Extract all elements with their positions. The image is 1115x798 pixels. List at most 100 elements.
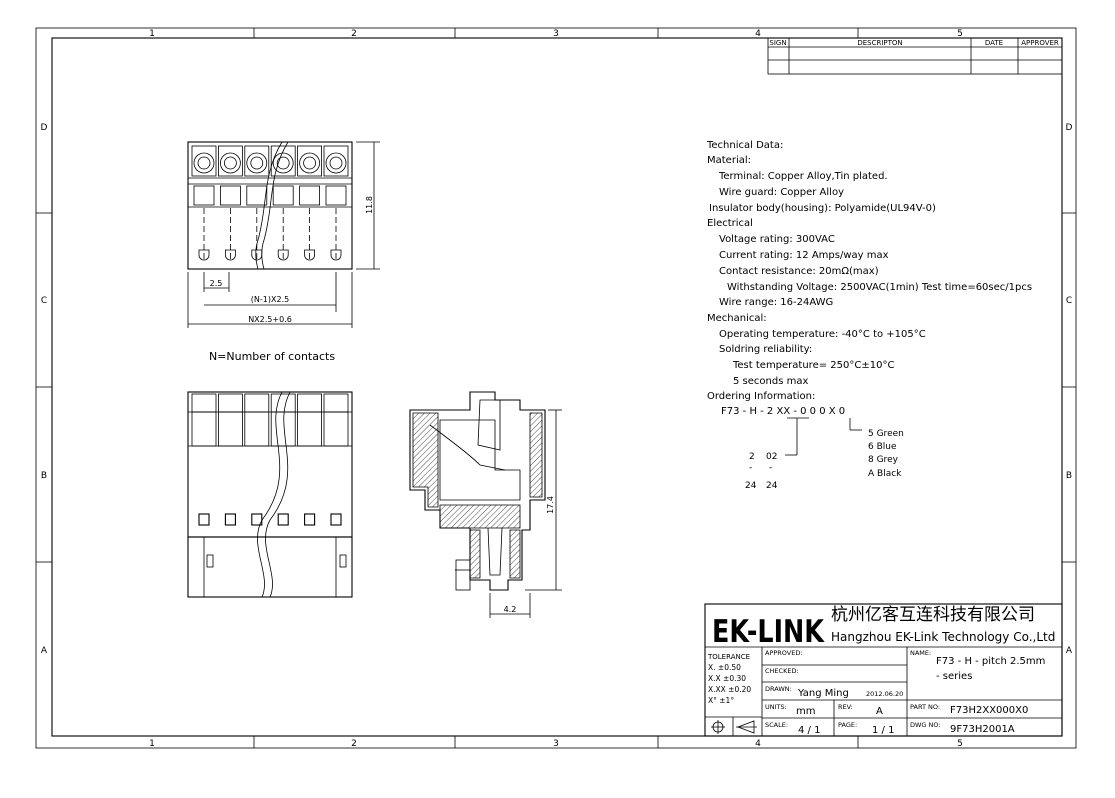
rev-header-sign: SIGN (769, 39, 786, 47)
way-to: 24 (745, 481, 757, 491)
zone-left-d: D (41, 123, 48, 133)
tech-line-5: Electrical (707, 218, 753, 229)
side-width-dim: 4.2 (504, 605, 517, 614)
name-line-1: F73 - H - pitch 2.5mm (936, 656, 1045, 667)
bottom-contact-cell (297, 393, 323, 526)
code-dash: - (769, 463, 772, 473)
projection-symbol-icon (711, 720, 757, 734)
front-contact-cell (217, 145, 243, 262)
zone-left-a: A (41, 646, 48, 656)
scale-label: SCALE: (765, 721, 788, 729)
color-option-grey: 8 Grey (868, 455, 899, 465)
zone-top-1: 1 (149, 29, 155, 39)
zone-right-c: C (1066, 296, 1072, 306)
zone-bottom-4: 4 (755, 739, 761, 749)
rev-header-date: DATE (985, 39, 1003, 47)
bottom-contact-cell (217, 393, 243, 526)
zone-ticks (36, 28, 1076, 748)
color-option-blue: 6 Blue (868, 442, 897, 452)
zone-bottom-3: 3 (553, 739, 559, 749)
bottom-view (187, 391, 353, 598)
tolerance-xxx: X.XX ±0.20 (708, 685, 751, 694)
tech-line-10: Wire range: 16-24AWG (719, 297, 833, 308)
code-to: 24 (766, 481, 778, 491)
outer-border (35, 27, 1077, 749)
way-from: 2 (749, 452, 755, 462)
side-section-view: 17.4 4.2 (409, 391, 562, 618)
tech-line-14: Test temperature= 250°C±10°C (732, 360, 894, 371)
ordering-code: F73 - H - 2 XX - 0 0 0 X 0 (721, 406, 845, 417)
tech-line-15: 5 seconds max (733, 376, 808, 387)
company-name-cn: 杭州亿客互连科技有限公司 (831, 605, 1035, 625)
zone-top-3: 3 (553, 29, 559, 39)
tolerance-angle: X° ±1° (708, 696, 734, 705)
revision-table: SIGN DESCRIPTON DATE APPROVER (767, 37, 1063, 75)
tech-line-11: Mechanical: (707, 313, 767, 324)
bottom-contact-cell (270, 393, 296, 526)
rev-value: A (876, 706, 883, 717)
approved-label: APPROVED: (765, 649, 803, 657)
scale-value: 4 / 1 (798, 725, 820, 736)
company-name-en: Hangzhou EK-Link Technology Co.,Ltd (831, 630, 1055, 644)
part-no-value: F73H2XX000X0 (950, 705, 1028, 716)
zone-bottom-5: 5 (957, 739, 963, 749)
tech-line-8: Contact resistance: 20mΩ(max) (719, 266, 879, 277)
zone-top-4: 4 (755, 29, 761, 39)
zone-right-b: B (1066, 471, 1072, 481)
drawn-date: 2012.06.20 (866, 690, 903, 698)
front-total-dim: NX2.5+0.6 (248, 315, 292, 324)
bottom-contact-cell (323, 393, 349, 526)
tolerance-label: TOLERANCE (707, 653, 750, 661)
tech-line-16: Ordering Information: (707, 391, 815, 402)
dwg-no-value: 9F73H2001A (950, 724, 1015, 735)
code-from: 02 (766, 452, 777, 462)
checked-label: CHECKED: (765, 667, 799, 675)
tech-line-1: Material: (707, 155, 751, 166)
tolerance-x: X. ±0.50 (708, 663, 741, 672)
front-view: 11.8 2.5 (N-1)X2.5 NX2.5+0.6 N=Number of… (187, 141, 380, 363)
rev-header-approver: APPROVER (1021, 39, 1059, 47)
zone-top-5: 5 (957, 29, 963, 39)
tech-line-7: Current rating: 12 Amps/way max (719, 250, 889, 261)
front-pitch-dim: 2.5 (210, 279, 223, 288)
name-label: NAME: (910, 649, 931, 657)
drawn-label: DRAWN: (765, 685, 792, 693)
zone-right-a: A (1066, 646, 1073, 656)
tech-line-3: Wire guard: Copper Alloy (719, 187, 844, 198)
tech-line-9: Withstanding Voltage: 2500VAC(1min) Test… (727, 282, 1032, 293)
company-logo: EK-LINK (712, 614, 825, 650)
zone-right-d: D (1066, 123, 1073, 133)
ordering-diagram: F73 - H - 2 XX - 0 0 0 X 0 5 Green 6 Blu… (721, 406, 904, 491)
tech-line-4: Insulator body(housing): Polyamide(UL94V… (709, 203, 936, 214)
front-contact-cell (244, 145, 270, 262)
tech-line-12: Operating temperature: -40°C to +105°C (719, 329, 926, 340)
title-block: EK-LINK 杭州亿客互连科技有限公司 Hangzhou EK-Link Te… (704, 603, 1063, 737)
drawn-by: Yang Ming (797, 688, 849, 699)
zone-left-c: C (41, 296, 47, 306)
front-height-dim: 11.8 (365, 196, 374, 214)
tech-line-0: Technical Data: (706, 140, 783, 151)
zone-bottom-2: 2 (351, 739, 357, 749)
tech-line-13: Soldring reliability: (719, 344, 812, 355)
color-option-black: A Black (868, 469, 902, 479)
front-contact-cell (323, 145, 349, 262)
zone-left-b: B (41, 471, 47, 481)
front-contact-cell (297, 145, 323, 262)
tech-line-2: Terminal: Copper Alloy,Tin plated. (718, 171, 888, 182)
zone-top-2: 2 (351, 29, 357, 39)
front-span-dim: (N-1)X2.5 (251, 295, 289, 304)
color-option-green: 5 Green (868, 429, 904, 439)
dwg-no-label: DWG NO: (910, 721, 941, 729)
tolerance-xx: X.X ±0.30 (708, 674, 746, 683)
bottom-contact-cell (191, 393, 217, 526)
bottom-contact-cell (244, 393, 270, 526)
zone-bottom-1: 1 (149, 739, 155, 749)
tech-line-6: Voltage rating: 300VAC (719, 234, 835, 245)
front-contact-cell (270, 145, 296, 262)
front-contact-cell (191, 145, 217, 262)
way-dash: - (749, 463, 752, 473)
page-value: 1 / 1 (872, 725, 894, 736)
rev-header-description: DESCRIPTON (857, 39, 902, 47)
side-height-dim: 17.4 (546, 496, 555, 514)
